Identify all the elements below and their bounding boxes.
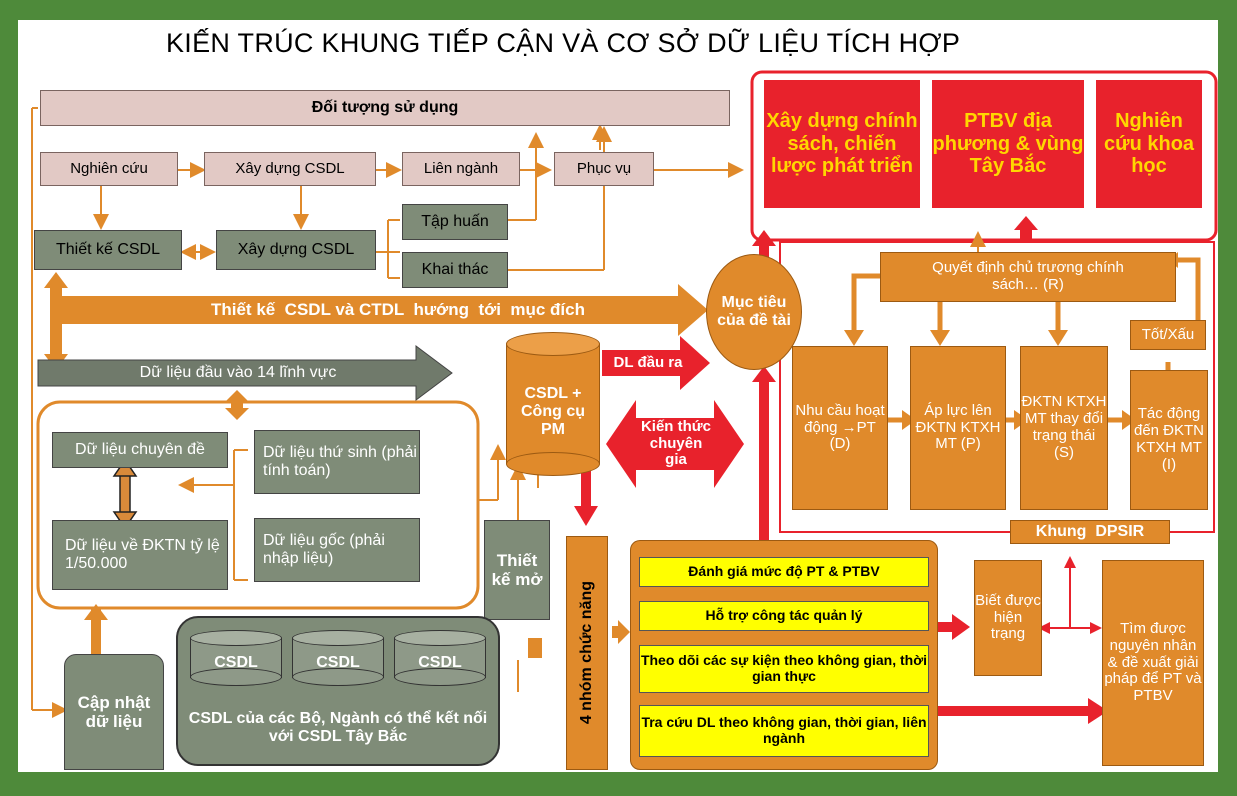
function-item-4: Tra cứu DL theo không gian, thời gian, l… — [639, 705, 929, 757]
ministry-cylinder-1: CSDL — [190, 630, 282, 686]
cyl-top — [292, 630, 384, 646]
xay-dung-csdl-box: Xây dựng CSDL — [216, 230, 376, 270]
dl-dau-ra-label: DL đầu ra — [613, 353, 683, 371]
dpsir-connectors — [851, 257, 1201, 423]
user-xay-dung-csdl: Xây dựng CSDL — [204, 152, 376, 186]
cyl-top — [190, 630, 282, 646]
tap-huan-box: Tập huấn — [402, 204, 508, 240]
input-data-arrow — [37, 345, 453, 401]
users-header: Đối tượng sử dụng — [40, 90, 730, 126]
cyl-bottom — [292, 668, 384, 686]
dpsir-decision: Quyết định chủ trương chính sách… (R) — [880, 252, 1176, 302]
du-lieu-chuyen-de: Dữ liệu chuyên đề — [52, 432, 228, 468]
design-arrow-label: Thiết kế CSDL và CTDL hướng tới mục đích — [210, 300, 585, 320]
cap-nhat-du-lieu: Cập nhật dữ liệu — [64, 654, 164, 770]
diagram-canvas: KIẾN TRÚC KHUNG TIẾP CẬN VÀ CƠ SỞ DỮ LIỆ… — [18, 20, 1218, 772]
output-nghien-cuu: Nghiên cứu khoa học — [1096, 80, 1202, 208]
output-ptbv: PTBV địa phương & vùng Tây Bắc — [932, 80, 1084, 208]
user-nghien-cuu: Nghiên cứu — [40, 152, 178, 186]
user-connectors — [31, 107, 986, 718]
cylinder-top — [506, 332, 600, 356]
red-arrows — [574, 216, 1108, 724]
khai-thac-box: Khai thác — [402, 252, 508, 288]
function-item-1: Đánh giá mức độ PT & PTBV — [639, 557, 929, 587]
du-lieu-thu-sinh: Dữ liệu thứ sinh (phải tính toán) — [254, 430, 420, 494]
goal-circle: Mục tiêu của đề tài — [706, 254, 802, 370]
dpsir-frame-label: Khung DPSIR — [1010, 520, 1170, 544]
cylinder-body — [506, 344, 600, 464]
function-item-2: Hỗ trợ công tác quản lý — [639, 601, 929, 631]
ministry-cylinder-3: CSDL — [394, 630, 486, 686]
red-thin-connectors — [1038, 556, 1102, 634]
cylinder-label: CSDL — [418, 654, 462, 672]
dpsir-driver: Nhu cầu hoạt động →PT (D) — [792, 346, 888, 510]
cylinder-bottom — [506, 452, 600, 476]
thiet-ke-csdl-box: Thiết kế CSDL — [34, 230, 182, 270]
function-item-3: Theo dõi các sự kiện theo không gian, th… — [639, 645, 929, 693]
csdl-tool-cylinder: CSDL + Công cụ PM — [506, 332, 600, 476]
ministry-db-caption: CSDL của các Bộ, Ngành có thể kết nối vớ… — [188, 710, 488, 745]
cyl-bottom — [190, 668, 282, 686]
cylinder-label: CSDL — [214, 654, 258, 672]
result-biet-hien-trang: Biết được hiện trạng — [974, 560, 1042, 676]
dpsir-state: ĐKTN KTXH MT thay đổi trạng thái (S) — [1020, 346, 1108, 510]
cylinder-label: CSDL — [316, 654, 360, 672]
du-lieu-goc: Dữ liệu gốc (phải nhập liệu) — [254, 518, 420, 582]
result-tim-nguyen-nhan: Tìm được nguyên nhân & đề xuất giải pháp… — [1102, 560, 1204, 766]
dpsir-frame — [779, 241, 1215, 533]
page-title: KIẾN TRÚC KHUNG TIẾP CẬN VÀ CƠ SỞ DỮ LIỆ… — [166, 28, 961, 58]
functions-panel: Đánh giá mức độ PT & PTBV Hỗ trợ công tá… — [630, 540, 938, 770]
user-lien-nganh: Liên ngành — [402, 152, 520, 186]
thiet-ke-mo: Thiết kế mở — [484, 520, 550, 620]
ministry-db-group: CSDL CSDL CSDL CSDL của các Bộ, Ngành có… — [176, 616, 500, 766]
kien-thuc-label: Kiến thức chuyên gia — [640, 417, 712, 469]
connector-layer — [31, 70, 1218, 724]
thick-orange-arrows — [44, 272, 708, 658]
cyl-top — [394, 630, 486, 646]
function-groups-label: 4 nhóm chức năng — [578, 581, 596, 725]
user-phuc-vu: Phục vụ — [554, 152, 654, 186]
black-double-arrow — [112, 458, 138, 530]
csdl-tool-label: CSDL + Công cụ PM — [521, 385, 585, 438]
output-chinh-sach: Xây dựng chính sách, chiến lược phát tri… — [764, 80, 920, 208]
ministry-cylinder-2: CSDL — [292, 630, 384, 686]
function-groups-bar: 4 nhóm chức năng — [566, 536, 608, 770]
du-lieu-dktn: Dữ liệu về ĐKTN tỷ lệ 1/50.000 — [52, 520, 228, 590]
dpsir-pressure: Áp lực lên ĐKTN KTXH MT (P) — [910, 346, 1006, 510]
input-arrow-label: Dữ liệu đầu vào 14 lĩnh vực — [139, 364, 337, 382]
cyl-bottom — [394, 668, 486, 686]
data-sources-frame — [36, 400, 480, 610]
dpsir-impact: Tác động đến ĐKTN KTXH MT (I) — [1130, 370, 1208, 510]
dpsir-tot-xau: Tốt/Xấu — [1130, 320, 1206, 350]
